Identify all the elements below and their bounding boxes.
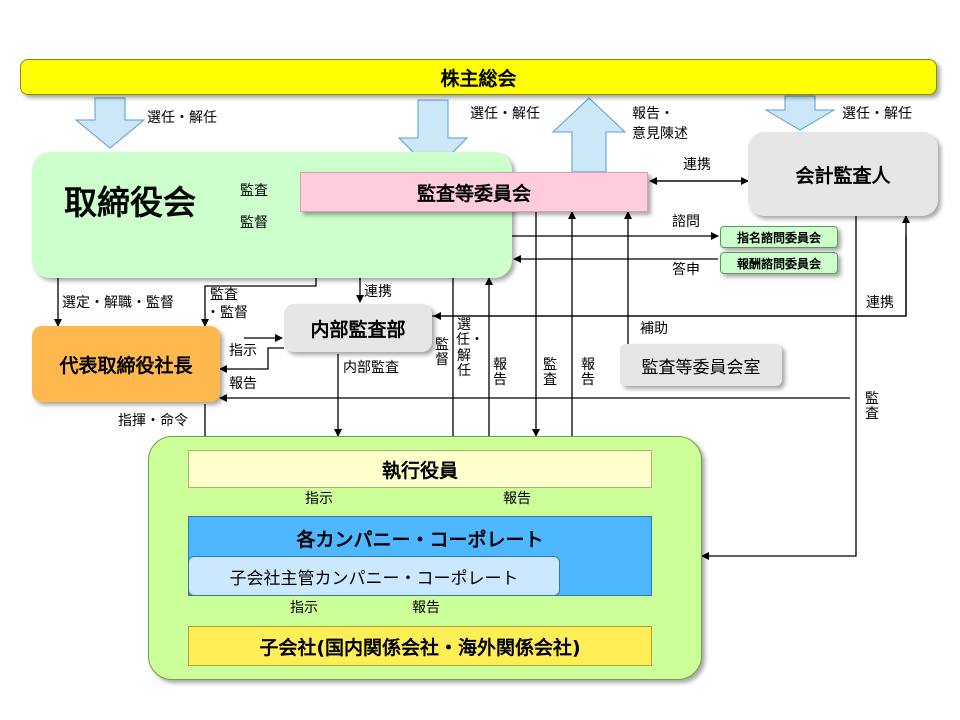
label-cooperate-internal: 連携: [364, 284, 392, 300]
board-of-directors: 取締役会: [32, 152, 512, 278]
internal-audit-dept-label: 内部監査部: [310, 318, 406, 341]
accounting-auditor: 会計監査人: [748, 132, 938, 216]
label-supervise-v: 監督: [435, 337, 449, 369]
nomination-committee: 指名諮問委員会: [720, 226, 838, 248]
label-instruct-sub: 指示: [290, 600, 318, 616]
label-cooperate-right: 連携: [866, 295, 894, 311]
label-report-2: 意見陳述: [632, 126, 688, 142]
label-elect-dismiss-auditor: 選任・解任: [842, 106, 912, 122]
label-audit-supervise-1: 監査: [210, 287, 238, 303]
companies-corporate-label: 各カンパニー・コーポレート: [296, 529, 544, 551]
label-elect-dismiss-audit: 選任・解任: [470, 106, 540, 122]
president: 代表取締役社長: [32, 326, 220, 402]
label-audit-supervise-2: ・監督: [206, 305, 248, 321]
audit-committee-office: 監査等委員会室: [620, 344, 782, 386]
label-command-order: 指揮・命令: [118, 413, 188, 429]
label-report-1: 報告・: [632, 106, 674, 122]
shareholders-meeting-label: 株主総会: [440, 67, 517, 90]
compensation-committee: 報酬諮問委員会: [720, 252, 838, 274]
label-cooperate-auditor: 連携: [683, 157, 711, 173]
internal-audit-dept: 内部監査部: [284, 304, 432, 352]
board-of-directors-label: 取締役会: [64, 183, 196, 222]
subsidiary-managing: 子会社主管カンパニー・コーポレート: [188, 556, 560, 596]
executive-officers: 執行役員: [188, 450, 652, 488]
executive-officers-label: 執行役員: [381, 459, 458, 482]
nomination-committee-label: 指名諮問委員会: [736, 230, 821, 245]
block-arrow-down-auditor: [764, 95, 836, 131]
compensation-committee-label: 報酬諮問委員会: [736, 256, 821, 271]
label-select-dismiss: 選定・解職・監督: [62, 295, 174, 311]
label-audit-v1: 監査: [543, 357, 557, 389]
accounting-auditor-label: 会計監査人: [795, 164, 891, 187]
label-audit-v2: 監査: [865, 391, 879, 423]
label-assist: 補助: [640, 321, 668, 337]
label-instruct-exec: 指示: [305, 491, 333, 507]
block-arrow-down-board: [74, 97, 146, 149]
subsidiaries-label: 子会社(国内関係会社・海外関係会社): [259, 636, 581, 659]
label-report-internal: 報告: [229, 376, 257, 392]
president-label: 代表取締役社長: [59, 354, 193, 377]
label-elect-dismiss-board: 選任・解任: [147, 110, 217, 126]
label-audit: 監査: [240, 183, 268, 199]
label-consult: 諮問: [672, 214, 700, 230]
shareholders-meeting: 株主総会: [20, 59, 937, 95]
block-arrow-up-shareholders: [551, 97, 627, 173]
subsidiary-managing-label: 子会社主管カンパニー・コーポレート: [229, 568, 519, 589]
label-report-sub: 報告: [412, 600, 440, 616]
label-internal-audit: 内部監査: [343, 360, 399, 376]
label-report-v2: 報告: [581, 357, 595, 389]
label-elect-dismiss-v: 選任・解任: [456, 317, 484, 380]
label-report-back: 答申: [672, 262, 700, 278]
audit-committee-office-label: 監査等委員会室: [641, 357, 761, 378]
label-instruct-internal: 指示: [229, 343, 257, 359]
label-supervise: 監督: [240, 215, 268, 231]
subsidiaries: 子会社(国内関係会社・海外関係会社): [188, 626, 652, 666]
label-report-exec: 報告: [503, 491, 531, 507]
audit-committee: 監査等委員会: [300, 172, 648, 212]
audit-committee-label: 監査等委員会: [416, 182, 531, 205]
label-report-v1: 報告: [493, 357, 507, 389]
